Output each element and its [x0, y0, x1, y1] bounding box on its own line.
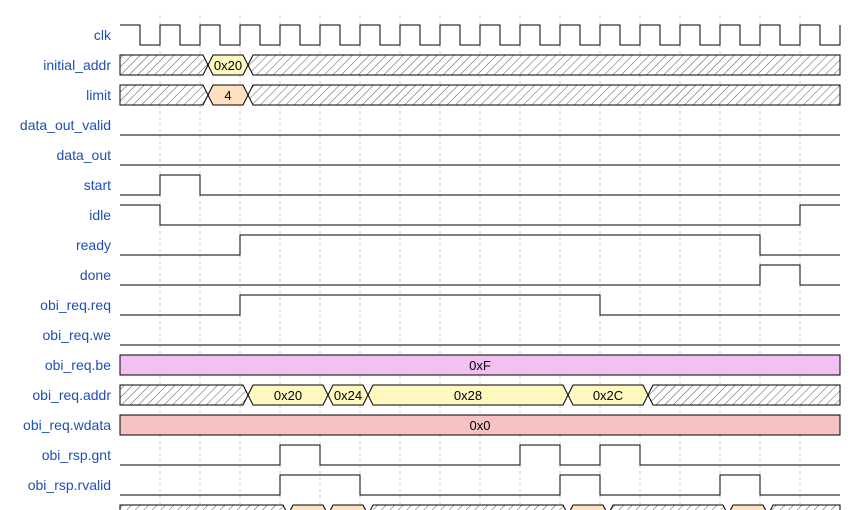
undefined-segment [119, 54, 209, 76]
segment-value: 0x1 [298, 508, 319, 510]
segment-value: 0xF [469, 358, 491, 373]
signal-label-limit: limit [86, 87, 111, 103]
wave-obi-req-be: 0xF [119, 354, 841, 376]
bit-wave [120, 204, 840, 226]
bit-wave [120, 444, 840, 466]
waveforms: 0x20 4 0xF 0x20 0x24 0x28 0x2C 0x0 0x1 0x2 0x3 0x4 [119, 24, 841, 510]
wave-obi-rsp-rdata: 0x1 0x2 0x3 0x4 [119, 504, 841, 510]
signal-label-obi-req-we: obi_req.we [43, 327, 112, 343]
segment-value: 0x20 [274, 388, 302, 403]
signal-label-data-out: data_out [57, 147, 112, 163]
signal-label-obi-rsp-gnt: obi_rsp.gnt [42, 447, 111, 463]
segment-value: 0x0 [470, 418, 491, 433]
value-segment [329, 504, 367, 510]
segment-value: 0x3 [578, 508, 599, 510]
segment-value: 4 [224, 88, 231, 103]
bit-wave [120, 294, 840, 316]
value-segment [569, 504, 607, 510]
value-segment [729, 504, 767, 510]
bit-wave [120, 474, 840, 496]
segment-value: 0x2 [338, 508, 359, 510]
undefined-segment [247, 54, 841, 76]
undefined-segment [247, 84, 841, 106]
wave-done [120, 264, 840, 286]
value-segment [119, 414, 841, 436]
value-segment [289, 504, 327, 510]
signal-label-done: done [80, 267, 111, 283]
signal-label-obi-req-be: obi_req.be [45, 357, 111, 373]
segment-value: 0x2C [593, 388, 623, 403]
wave-start [120, 174, 840, 196]
bit-wave [120, 174, 840, 196]
wave-clk [120, 24, 841, 46]
signal-label-data-out-valid: data_out_valid [20, 117, 111, 133]
signal-label-obi-rsp-rvalid: obi_rsp.rvalid [28, 477, 111, 493]
undefined-segment [769, 504, 841, 510]
clock-wave [120, 24, 841, 46]
undefined-segment [119, 84, 209, 106]
signal-label-obi-req-req: obi_req.req [40, 297, 111, 313]
signal-label-ready: ready [76, 237, 111, 253]
signal-label-start: start [84, 177, 111, 193]
undefined-segment [369, 504, 567, 510]
undefined-segment [119, 504, 287, 510]
bit-wave [120, 264, 840, 286]
signal-label-obi-rsp-rdata: obi_rsp.rdata [29, 507, 111, 510]
wave-obi-rsp-gnt [120, 444, 840, 466]
segment-value: 0x24 [334, 388, 362, 403]
segment-value: 0x4 [738, 508, 759, 510]
wave-obi-rsp-rvalid [120, 474, 840, 496]
wave-idle [120, 204, 840, 226]
signal-label-clk: clk [94, 27, 112, 43]
undefined-segment [119, 384, 249, 406]
bit-wave [120, 234, 840, 256]
value-segment [119, 354, 841, 376]
wave-obi-req-wdata: 0x0 [119, 414, 841, 436]
signal-label-obi-req-addr: obi_req.addr [32, 387, 111, 403]
segment-value: 0x20 [214, 58, 242, 73]
wave-obi-req-req [120, 294, 840, 316]
signal-label-initial-addr: initial_addr [43, 57, 111, 73]
wave-obi-req-addr: 0x20 0x24 0x28 0x2C [119, 384, 841, 406]
signal-label-obi-req-wdata: obi_req.wdata [23, 417, 111, 433]
wave-ready [120, 234, 840, 256]
signal-label-idle: idle [89, 207, 111, 223]
undefined-segment [609, 504, 727, 510]
segment-value: 0x28 [454, 388, 482, 403]
undefined-segment [647, 384, 841, 406]
wave-initial-addr: 0x20 [119, 54, 841, 76]
wave-limit: 4 [119, 84, 841, 106]
